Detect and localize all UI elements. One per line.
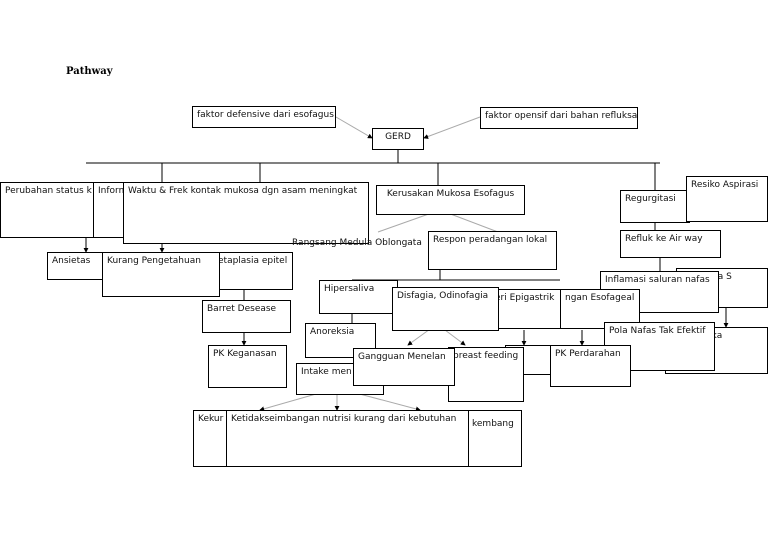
- node-nyeri-epigastrik: eri Epigastrik: [490, 289, 565, 329]
- node-refluk-airway: Refluk ke Air way: [620, 230, 721, 258]
- node-gangguan-menelan: Gangguan Menelan: [353, 348, 455, 386]
- node-faktor-opensif: faktor opensif dari bahan refluksat: [480, 107, 638, 129]
- node-breast-feeding: breast feeding: [448, 347, 524, 402]
- node-faktor-defensive: faktor defensive dari esofagus: [192, 106, 336, 128]
- node-regurgitasi: Regurgitasi: [620, 190, 690, 223]
- node-pk-perdarahan: PK Perdarahan: [550, 345, 631, 387]
- node-ansietas: Ansietas: [47, 252, 105, 280]
- node-respon-peradangan: Respon peradangan lokal: [428, 231, 557, 270]
- node-disfagia: Disfagia, Odinofagia: [392, 287, 499, 331]
- node-kerusakan-mukosa: Kerusakan Mukosa Esofagus: [376, 185, 525, 215]
- page-title: Pathway: [66, 66, 113, 77]
- node-rangsang-medula: Rangsang Medula Oblongata: [292, 238, 422, 248]
- node-barret: Barret Desease: [202, 300, 291, 333]
- node-pk-keganasan: PK Keganasan: [208, 345, 287, 388]
- node-metaplasia: etaplasia epitel: [213, 252, 293, 290]
- node-tumbuh-kembang: kembang: [467, 410, 522, 467]
- node-perubahan-status: Perubahan status k: [0, 182, 96, 238]
- node-resiko-aspirasi: Resiko Aspirasi: [686, 176, 768, 222]
- node-gerd: GERD: [372, 128, 424, 150]
- node-ketidakseimbangan: Ketidakseimbangan nutrisi kurang dari ke…: [226, 410, 469, 467]
- node-hipersaliva: Hipersaliva: [319, 280, 398, 314]
- node-waktu-frek: Waktu & Frek kontak mukosa dgn asam meni…: [123, 182, 369, 244]
- node-anoreksia: Anoreksia: [305, 323, 376, 358]
- node-kurang-pengetahuan: Kurang Pengetahuan: [102, 252, 220, 297]
